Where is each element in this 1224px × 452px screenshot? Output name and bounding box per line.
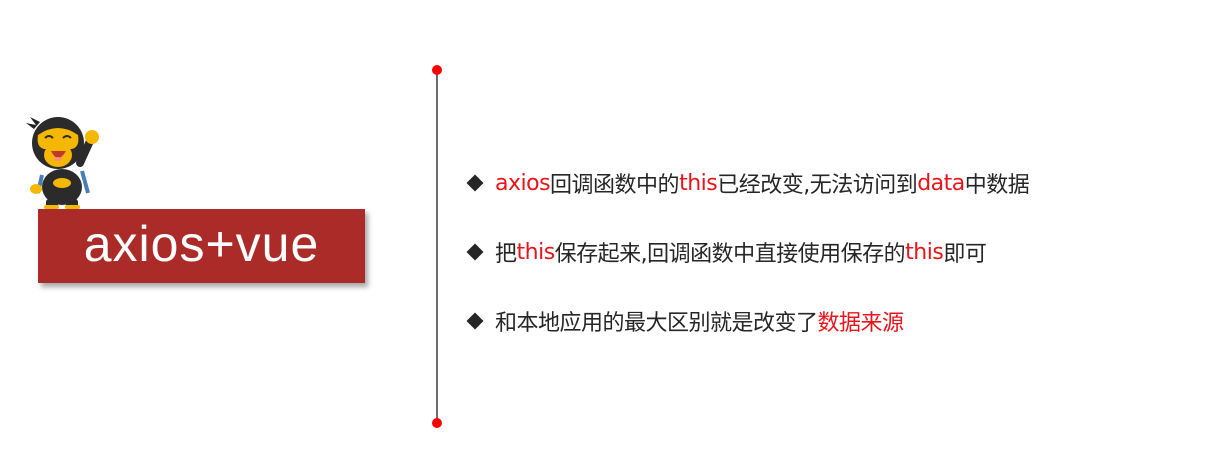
- diamond-bullet-icon: [466, 243, 484, 261]
- bullet-segment: 数据来源: [817, 311, 905, 336]
- bullet-item: 和本地应用的最大区别就是改变了 数据来源: [466, 306, 1029, 336]
- bullet-list: axios 回调函数中的 this 已经改变,无法访问到 data 中数据 把 …: [466, 168, 1030, 375]
- bullet-segment: 中数据: [964, 173, 1030, 198]
- monkey-mascot-icon: [26, 117, 99, 209]
- bullet-segment: axios: [495, 170, 551, 196]
- bullet-segment: data: [917, 170, 965, 196]
- bullet-segment: this: [905, 239, 944, 265]
- bullet-segment: 把: [495, 242, 517, 267]
- slide-title: axios+vue: [83, 216, 320, 272]
- diamond-bullet-icon: [466, 174, 484, 192]
- bullet-segment: this: [516, 239, 556, 265]
- bullet-segment: this: [679, 170, 718, 196]
- bullet-segment: 已经改变,无法访问到: [717, 173, 918, 198]
- bullet-segment: 回调函数中的: [550, 173, 680, 198]
- bullet-segment: 和本地应用的最大区别就是改变了: [495, 311, 818, 336]
- bullet-item: axios 回调函数中的 this 已经改变,无法访问到 data 中数据: [466, 168, 1030, 198]
- timeline-dot-top: [432, 65, 442, 75]
- timeline-line: [436, 70, 438, 423]
- title-banner: axios+vue: [38, 209, 365, 283]
- diamond-bullet-icon: [466, 312, 484, 330]
- bullet-segment: 保存起来,回调函数中直接使用保存的: [554, 242, 906, 267]
- bullet-item: 把 this 保存起来,回调函数中直接使用保存的 this 即可: [466, 237, 1029, 267]
- timeline-dot-bottom: [432, 418, 442, 428]
- bullet-segment: 即可: [943, 242, 987, 267]
